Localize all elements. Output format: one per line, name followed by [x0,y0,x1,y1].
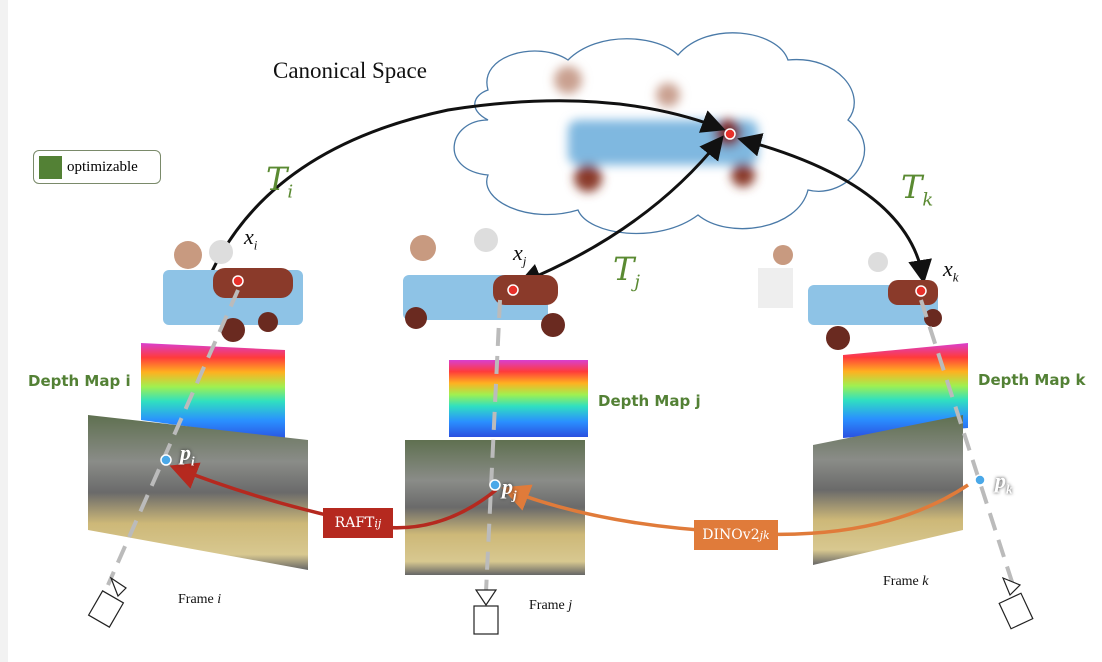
camera-i-icon [87,576,127,628]
frame-j-label: Frame j [529,598,573,613]
depth-map-i-label: Depth Map i [28,372,131,390]
camera-j-icon [473,589,499,635]
depth-map-k-label: Depth Map k [978,371,1086,389]
object-frame-i [163,240,303,342]
transform-j-label: Tj [613,250,640,293]
point-p-j: pj [502,474,517,503]
legend-swatch [39,155,62,179]
legend-label: optimizable [67,158,138,175]
point-x-k: xk [943,256,959,285]
canonical-space-title: Canonical Space [273,58,427,83]
frame-k-label: Frame k [883,574,929,589]
pixel-point-i [160,454,172,466]
point-p-k: pk [995,468,1013,497]
ray-k [919,299,1015,586]
pixel-point-k [974,474,986,486]
point-x-i: xi [244,224,258,253]
depth-map-k-image [843,343,968,438]
frame-i-image [88,415,308,570]
ray-i [106,289,240,586]
depth-map-i-image [141,343,285,440]
pixel-point-j [489,479,501,491]
depth-map-j-label: Depth Map j [598,392,701,410]
ray-j [484,299,502,593]
point-x-j: xj [513,240,527,269]
point-p-i: pi [180,440,195,469]
transform-arrow-i [198,99,726,298]
diagram-graphics [87,32,1034,635]
depth-map-j-image [449,360,588,437]
object-frame-j [403,228,565,337]
canonical-point [724,128,736,140]
transform-arrow-j [517,135,724,287]
legend: optimizable [33,150,161,184]
object-frame-k [758,245,942,350]
frame-k-image [813,415,963,565]
transform-k-label: Tk [901,168,934,211]
transform-i-label: Ti [266,160,294,203]
frame-j-image [405,440,585,575]
frame-i-label: Frame i [178,592,222,607]
transform-arrow-k [737,133,932,284]
camera-k-icon [998,576,1034,630]
